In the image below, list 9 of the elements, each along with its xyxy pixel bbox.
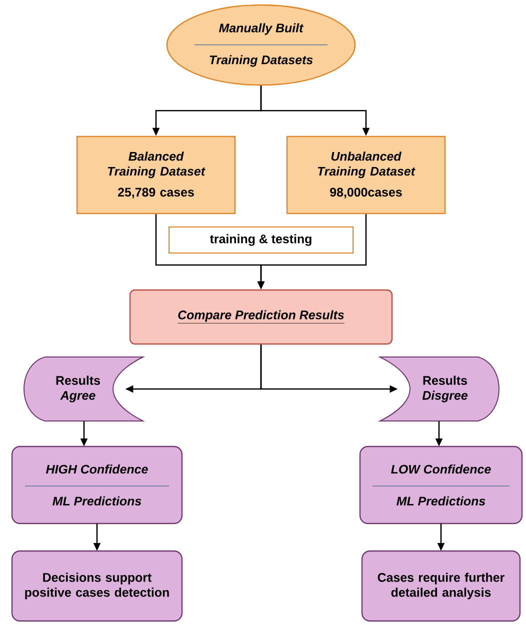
process-label-box: training & testing	[168, 226, 354, 254]
confidence-box: LOW Confidence ML Predictions	[359, 446, 523, 524]
dataset-box: Balanced Training Dataset 25,789 cases	[76, 136, 236, 214]
process-box: Compare Prediction Results	[129, 289, 393, 345]
outcome-box: Cases require further detailed analysis	[361, 550, 521, 622]
dataset-box: Unbalanced Training Dataset 98,000cases	[286, 136, 446, 214]
outcome-box: Decisions support positive cases detection	[11, 550, 183, 622]
confidence-box: HIGH Confidence ML Predictions	[11, 446, 183, 524]
ellipse-node: Manually Built Training Datasets	[166, 4, 356, 86]
